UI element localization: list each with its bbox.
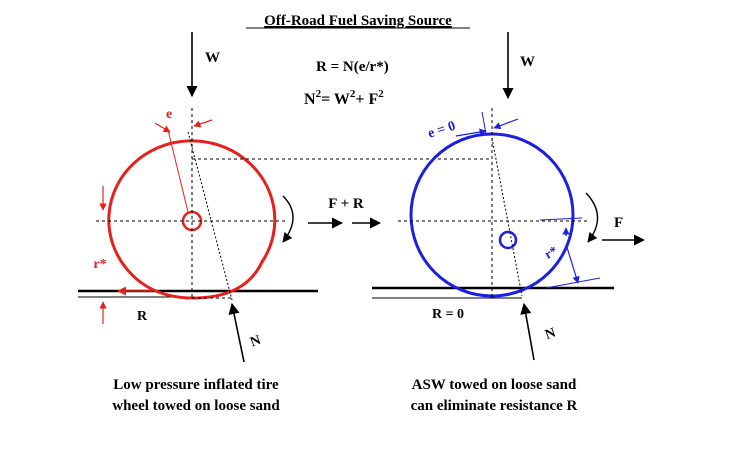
right-caption-line1: ASW towed on loose sand <box>412 377 577 393</box>
left-caption-line2: wheel towed on loose sand <box>112 398 280 414</box>
eq-w: = W <box>321 91 350 108</box>
middle-force-group: F + R <box>308 196 382 229</box>
right-wheel-group: W e = 0 r* F R = 0 N ASW t <box>372 32 646 414</box>
right-rstar-arrow-bottom <box>565 243 580 284</box>
left-normal-label: N <box>248 333 263 351</box>
right-caption-line2: can eliminate resistance R <box>411 398 578 414</box>
diagram-title: Off-Road Fuel Saving Source <box>264 13 452 29</box>
right-offset-label: e = 0 <box>426 119 457 142</box>
eq-f: + F <box>355 91 378 108</box>
right-e-arrow-left <box>455 128 487 137</box>
left-resistance-label: R <box>137 309 148 324</box>
eq-exp-2: 2 <box>350 88 356 100</box>
left-caption-line1: Low pressure inflated tire <box>113 377 279 393</box>
right-rstar-tick-top <box>539 217 583 221</box>
left-radial-line <box>167 129 189 213</box>
right-offset-line <box>491 137 523 297</box>
eq-exp-3: 2 <box>378 88 384 100</box>
left-radius-label: r* <box>93 257 106 272</box>
right-normal-label: N <box>543 326 558 344</box>
right-weight-label: W <box>520 54 535 70</box>
left-offset-label: e <box>166 107 172 122</box>
middle-force-label: F + R <box>328 196 364 212</box>
equation-resistance: R = N(e/r*) <box>316 59 389 75</box>
left-weight-label: W <box>205 50 220 66</box>
right-hub <box>498 230 518 250</box>
eq-exp-1: 2 <box>316 88 322 100</box>
right-rstar-tick-bottom <box>545 277 601 289</box>
right-normal-arrow <box>520 302 535 361</box>
left-e-arrow-left <box>154 122 171 133</box>
equation-normal-force: N2= W2+ F2 <box>304 88 384 108</box>
left-wheel-group: W e r* R N Low pressure inflat <box>78 32 492 414</box>
left-normal-arrow <box>228 302 245 363</box>
right-e-arrow-right <box>493 118 519 130</box>
right-e-tick <box>481 111 487 135</box>
left-rotation-arrow <box>282 195 294 243</box>
right-resistance-label: R = 0 <box>432 307 464 322</box>
right-force-label: F <box>614 215 623 231</box>
eq-n: N <box>304 91 316 108</box>
left-e-arrow-right <box>193 119 213 128</box>
right-rotation-arrow <box>585 192 599 243</box>
left-offset-line <box>187 131 233 301</box>
right-radius-label: r* <box>542 243 560 262</box>
